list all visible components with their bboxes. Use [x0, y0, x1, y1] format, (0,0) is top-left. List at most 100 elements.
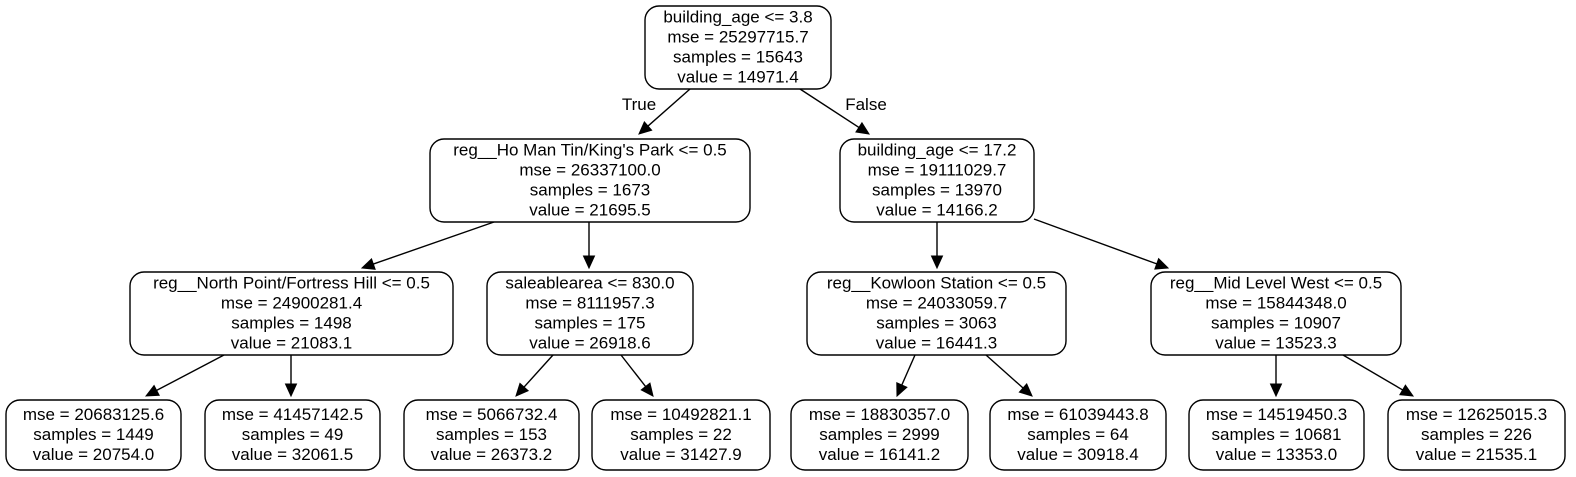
node-box — [644, 5, 832, 90]
edge-arrowhead — [1399, 384, 1415, 397]
edge-n6-n13 — [1269, 355, 1283, 398]
edge-arrowhead — [284, 383, 298, 398]
node-box — [1387, 399, 1566, 471]
edge-n6-n14 — [1342, 354, 1415, 397]
edge-line — [985, 354, 1024, 389]
edge-label-false: False — [845, 95, 887, 114]
edge-arrowhead — [638, 121, 653, 135]
node-text-line: samples = 1673 — [530, 181, 651, 200]
node-text-line: value = 21535.1 — [1416, 445, 1537, 464]
node-text-line: samples = 13970 — [872, 181, 1002, 200]
node-text-line: samples = 226 — [1421, 425, 1532, 444]
node-text-line: reg__Kowloon Station <= 0.5 — [827, 274, 1046, 293]
node-text-line: samples = 1498 — [231, 314, 352, 333]
node-box — [1150, 271, 1402, 356]
edge-n0-n1: True — [622, 88, 691, 135]
edge-arrowhead — [1154, 257, 1170, 270]
edge-n2-n6 — [1033, 218, 1170, 270]
node-text-line: mse = 19111029.7 — [868, 161, 1007, 180]
node-box — [839, 138, 1035, 223]
node-text-line: mse = 5066732.4 — [426, 405, 558, 424]
edge-arrowhead — [1269, 383, 1283, 398]
edge-line — [1033, 218, 1157, 265]
edge-n3-n8 — [284, 355, 298, 398]
node-text-line: value = 21695.5 — [529, 201, 650, 220]
node-text-line: mse = 25297715.7 — [667, 28, 808, 47]
node-text-line: mse = 14519450.3 — [1206, 405, 1347, 424]
node-text-line: mse = 18830357.0 — [809, 405, 950, 424]
edge-line — [373, 221, 495, 265]
node-text-line: samples = 49 — [242, 425, 344, 444]
node-box — [591, 399, 771, 471]
node-text-line: value = 13523.3 — [1215, 334, 1336, 353]
node-text-line: samples = 22 — [630, 425, 732, 444]
edge-n1-n3 — [360, 221, 495, 270]
node-text-line: mse = 61039443.8 — [1007, 405, 1148, 424]
node-box — [1188, 399, 1365, 471]
node-box — [989, 399, 1167, 471]
node-text-line: value = 20754.0 — [33, 445, 154, 464]
node-text-line: reg__Ho Man Tin/King's Park <= 0.5 — [453, 141, 727, 160]
edge-n5-n11 — [896, 354, 916, 398]
node-text-line: value = 26918.6 — [529, 334, 650, 353]
node-text-line: samples = 10681 — [1212, 425, 1342, 444]
node-box — [204, 399, 381, 471]
node-text-line: mse = 8111957.3 — [525, 294, 654, 313]
node-text-line: building_age <= 17.2 — [858, 141, 1017, 160]
edge-line — [1342, 354, 1403, 391]
node-text-line: mse = 24033059.7 — [866, 294, 1007, 313]
edge-n4-n9 — [515, 354, 554, 397]
edge-arrowhead — [582, 255, 596, 270]
edge-arrowhead — [360, 257, 376, 270]
node-text-line: mse = 12625015.3 — [1406, 405, 1547, 424]
node-text-line: value = 14971.4 — [677, 68, 798, 87]
edge-n2-n5 — [930, 222, 944, 270]
edge-line — [647, 88, 691, 127]
node-text-line: mse = 20683125.6 — [23, 405, 164, 424]
node-text-line: value = 16141.2 — [819, 445, 940, 464]
edge-line — [799, 88, 860, 129]
node-text-line: value = 31427.9 — [620, 445, 741, 464]
node-box — [403, 399, 580, 471]
node-text-line: reg__North Point/Fortress Hill <= 0.5 — [153, 274, 430, 293]
node-text-line: samples = 3063 — [876, 314, 997, 333]
edge-label-true: True — [622, 95, 656, 114]
node-text-line: samples = 1449 — [33, 425, 154, 444]
edge-line — [523, 354, 554, 388]
node-text-line: mse = 10492821.1 — [610, 405, 751, 424]
node-text-line: reg__Mid Level West <= 0.5 — [1170, 274, 1382, 293]
node-box — [790, 399, 969, 471]
node-text-line: value = 26373.2 — [431, 445, 552, 464]
node-text-line: value = 14166.2 — [876, 201, 997, 220]
edge-arrowhead — [1018, 382, 1033, 397]
node-text-line: building_age <= 3.8 — [663, 8, 812, 27]
node-text-line: value = 21083.1 — [231, 334, 352, 353]
node-box — [806, 271, 1067, 356]
node-text-line: value = 13353.0 — [1216, 445, 1337, 464]
edge-arrowhead — [930, 255, 944, 270]
edge-arrowhead — [640, 382, 654, 397]
edge-n4-n10 — [620, 354, 654, 397]
edge-line — [156, 354, 225, 392]
edge-n1-n4 — [582, 222, 596, 270]
node-text-line: samples = 15643 — [673, 48, 803, 67]
edge-n5-n12 — [985, 354, 1033, 397]
node-text-line: mse = 24900281.4 — [221, 294, 362, 313]
node-text-line: samples = 10907 — [1211, 314, 1341, 333]
node-text-line: value = 16441.3 — [876, 334, 997, 353]
node-text-line: samples = 175 — [534, 314, 645, 333]
node-box — [486, 271, 694, 356]
node-text-line: mse = 41457142.5 — [222, 405, 363, 424]
node-text-line: samples = 2999 — [819, 425, 940, 444]
